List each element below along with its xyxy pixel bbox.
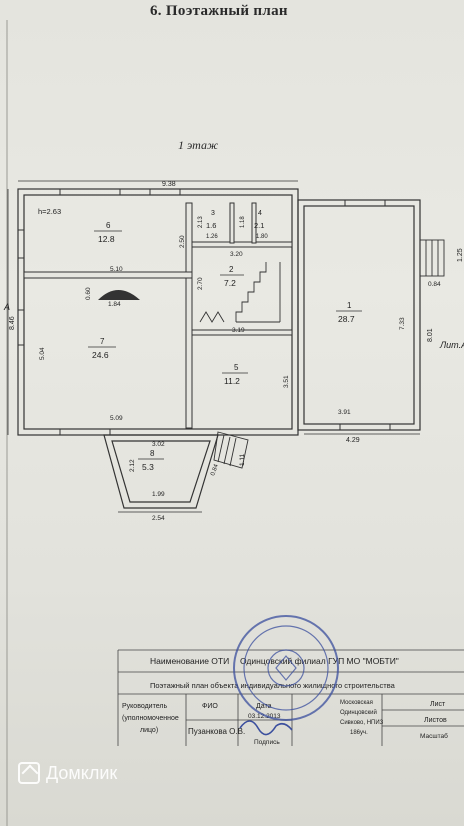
stamp-sheets-label: Листов [424,717,447,724]
stamp-date-value: 03.12.2013 [248,713,281,720]
room-8-dim-c: 1.99 [152,491,165,498]
stamp-col-date: Дата [256,703,272,710]
stamp-subtitle: Поэтажный план объекта индивидуального ж… [150,681,396,690]
porch-walls [103,434,219,509]
room-4-dim-b: 1.80 [256,234,268,240]
stamp-col-fio: ФИО [202,703,218,710]
windows [18,189,391,435]
domclick-logo-icon [18,762,40,784]
stamp-title-org: Одинцовский филиал ГУП МО "МОБТИ" [240,656,399,666]
room-4-area: 2.1 [254,221,264,230]
stamp-table [117,649,464,746]
lit-label: Лит.А [439,340,464,350]
round-seal-icon [233,615,339,721]
room-5-dim-b: 3.19 [232,327,245,334]
dim-misc-b: 1.84 [108,301,121,308]
domclick-watermark: Домклик [18,762,117,784]
dim-overall-width: 9.38 [162,181,176,188]
room-1-dim-a: 7.33 [399,317,406,330]
dim-annex-width: 4.29 [346,437,360,444]
side-label: А [3,302,10,312]
room-5-number: 5 [234,363,239,372]
stamp-title-label: Наименование ОТИ [150,656,229,666]
stamp-col-sign: Подпись [254,739,280,746]
room-8-dim-a: 2.12 [129,459,136,472]
dim-misc-c: 1.11 [239,453,246,466]
room-1-area: 28.7 [338,314,355,324]
signature-icon [239,720,293,736]
stamp-address-2: Одинцовский [340,709,377,716]
room-3-area: 1.6 [206,221,216,230]
room-2-dim-a: 2.70 [197,277,204,290]
room-6-dim-b: 5.10 [110,266,123,273]
room-2-number: 2 [229,265,234,274]
room-7-area: 24.6 [92,350,109,360]
stamp-col-head-2: (уполномоченное [122,715,179,722]
stamp-address-3: Сивково, НПИЗ [340,720,384,726]
room-8-dim-b: 3.02 [152,441,165,448]
watermark-text: Домклик [46,762,118,783]
stamp-col-head: Руководитель [122,703,167,710]
room-7-number: 7 [100,337,105,346]
stove-icon [98,290,140,300]
document-heading: 6. Поэтажный план [150,3,288,19]
floor-label: 1 этаж [178,138,219,152]
dim-misc-a: 0.60 [85,287,92,300]
room-2-area: 7.2 [224,278,236,288]
room-5-area: 11.2 [224,376,240,386]
stair-icon [199,262,281,323]
room-7-dim-a: 5.04 [39,347,46,360]
room-1-dim-b: 3.91 [338,409,351,416]
dim-annex-right: 1.25 [457,248,464,262]
room-7-dim-b: 5.09 [110,415,123,422]
dim-overall-height: 8.46 [9,316,16,330]
room-4-dim-a: 1.18 [240,216,246,228]
interior-walls [23,202,293,429]
room-8-area: 5.3 [142,462,154,472]
stamp-person: Пузанкова О.В. [188,727,245,736]
room-6-area: 12.8 [98,234,115,244]
stamp-address-1: Московская [340,700,373,706]
room-4-number: 4 [258,210,262,217]
room-6-number: 6 [106,221,111,230]
room-3-number: 3 [211,210,215,217]
dimension-lines [7,180,420,513]
room-3-dim-b: 1.26 [206,234,218,240]
ceiling-height: h=2.63 [38,207,61,216]
room-6-dim-a: 2.50 [179,235,186,248]
stamp-scale-label: Масштаб [420,732,448,740]
dim-annex-step: 0.84 [428,281,441,288]
dim-annex-height: 8.01 [427,328,434,342]
annex-walls [297,199,421,431]
room-3-dim-a: 2.13 [198,216,204,228]
dim-misc-d: 0.84 [210,463,220,477]
stamp-sheet-label: Лист [430,701,446,708]
room-8-number: 8 [150,449,155,458]
stamp-col-head-3: лицо) [140,727,158,734]
porch-steps [213,431,249,469]
room-5-dim-a: 3.51 [283,375,290,388]
room-2-dim-b: 3.20 [230,251,243,258]
room-1-number: 1 [347,301,352,310]
stamp-address-4: 186уч. [350,730,368,736]
room-8-dim-d: 2.54 [152,515,165,522]
annex-steps [419,239,445,277]
